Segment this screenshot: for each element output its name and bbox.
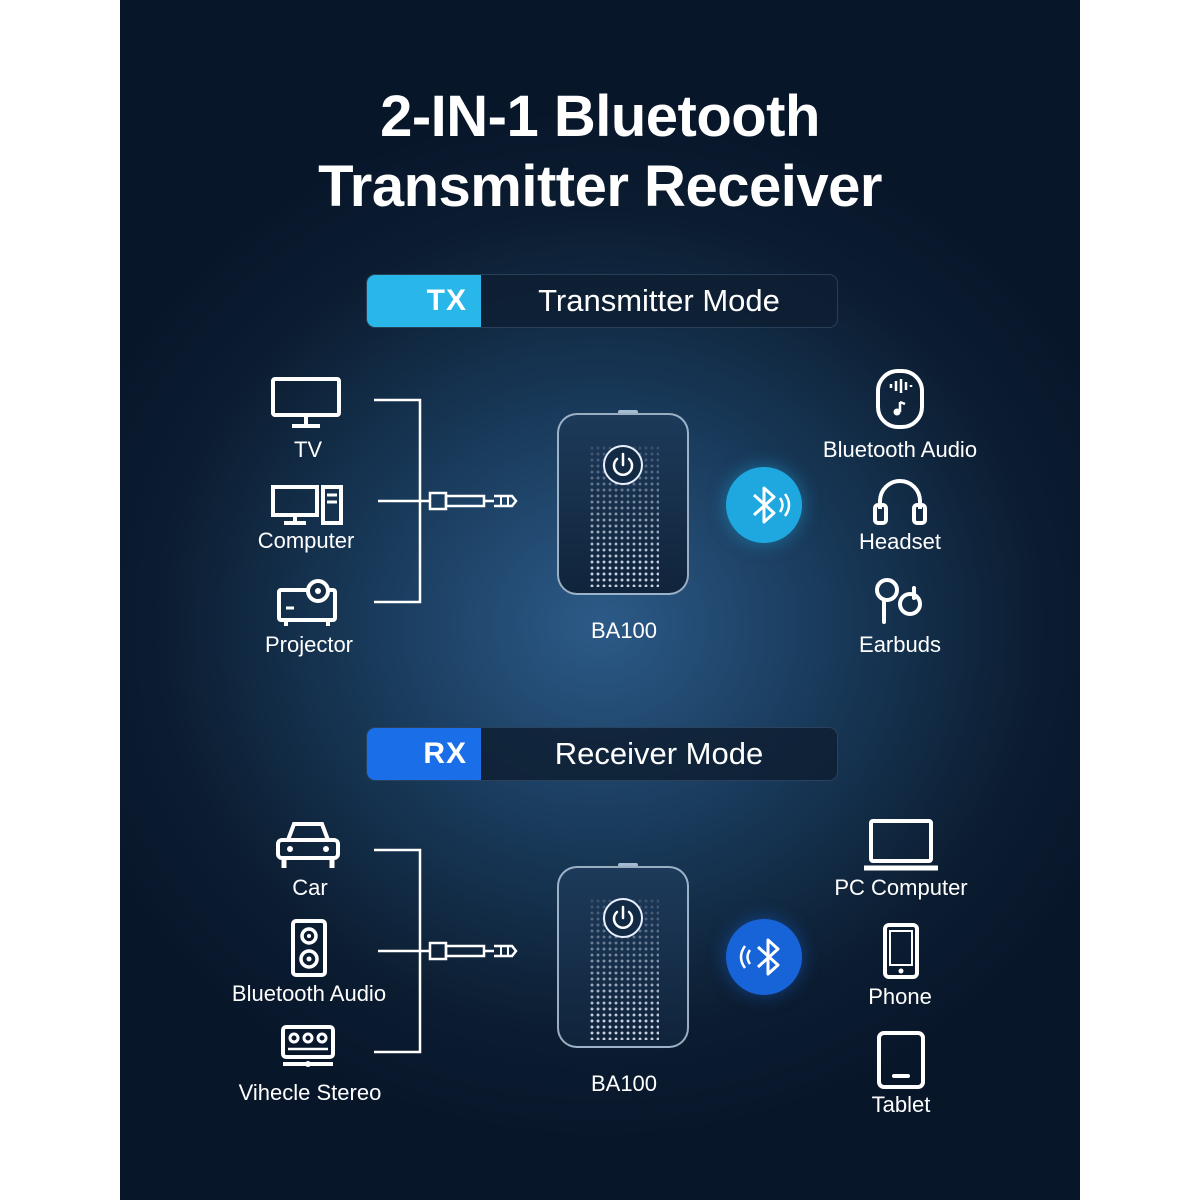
tx-device-top-button [618,410,638,414]
tx-mode-bar: TX Transmitter Mode [366,274,838,328]
tx-device-label: BA100 [590,618,658,643]
tablet-icon [877,1031,925,1089]
rx-bluetooth-icon [726,919,802,995]
earbuds-icon [875,578,922,624]
car-icon [276,822,340,868]
rx-device-label: BA100 [590,1071,658,1096]
title-line-2: Transmitter Receiver [318,154,882,219]
rx-mode-label: Receiver Mode [554,736,764,771]
rx-mode-bar: RX Receiver Mode [366,727,838,781]
tx-bluetooth-icon [726,467,802,543]
computer-icon [271,485,343,525]
rx-source-label-car: Car [292,875,328,900]
rx-device-top-button [618,863,638,867]
laptop-icon [864,819,938,871]
tx-target-label-earbuds: Earbuds [859,632,941,657]
infographic-panel: 2-IN-1 Bluetooth Transmitter Receiver TX… [120,0,1080,1200]
rx-target-label-tablet: Tablet [871,1092,931,1117]
tx-source-label-computer: Computer [257,528,355,553]
tx-tag: TX [367,275,481,327]
rx-source-label-bluetooth-audio: Bluetooth Audio [231,981,387,1006]
bluetooth-speaker-icon [876,369,924,429]
rx-target-label-pc-computer: PC Computer [834,875,968,900]
tv-icon [271,377,341,428]
tx-target-label-bluetooth-audio: Bluetooth Audio [822,437,978,462]
rx-source-label-vehicle-stereo: Vihecle Stereo [238,1080,382,1105]
tx-source-label-tv: TV [293,437,323,462]
tx-target-label-headset: Headset [859,529,941,554]
rx-ba100-device [557,866,689,1048]
projector-icon [277,579,337,626]
tx-mode-label: Transmitter Mode [538,283,780,318]
rx-tag: RX [367,728,481,780]
headset-icon [873,479,927,525]
tx-ba100-device [557,413,689,595]
tx-aux-cable-icon [374,398,518,604]
rx-target-label-phone: Phone [868,984,932,1009]
rx-aux-cable-icon [374,848,518,1054]
speaker-icon [291,919,327,977]
rx-power-icon [603,898,643,938]
tx-power-icon [603,445,643,485]
phone-icon [883,923,919,979]
tx-source-label-projector: Projector [264,632,354,657]
vehicle-stereo-icon [281,1025,335,1067]
title-line-1: 2-IN-1 Bluetooth [380,84,820,149]
